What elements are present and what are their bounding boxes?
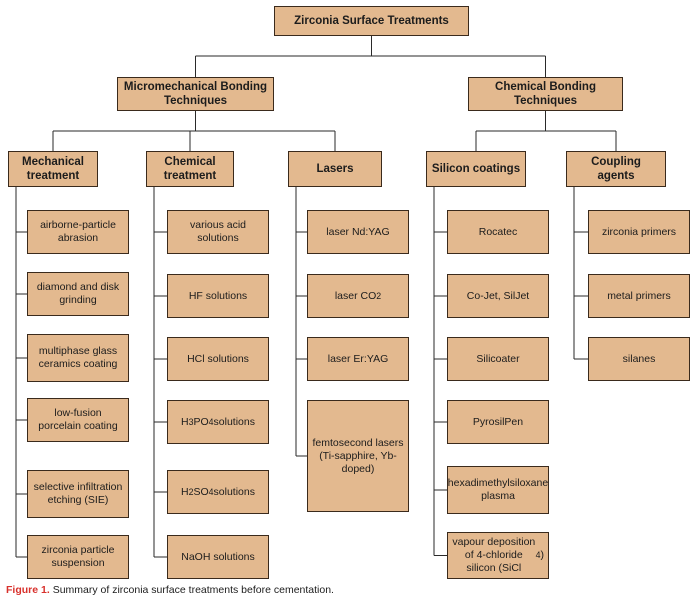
group-coupling-agents: Coupling agents	[566, 151, 666, 187]
branch-micromechanical-bonding: Micromechanical Bonding Techniques	[117, 77, 274, 111]
leaf-naoh-solutions: NaOH solutions	[167, 535, 269, 579]
group-mechanical-treatment: Mechanical treatment	[8, 151, 98, 187]
leaf-laser-er-yag: laser Er:YAG	[307, 337, 409, 381]
leaf-hcl-solutions: HCl solutions	[167, 337, 269, 381]
group-lasers: Lasers	[288, 151, 382, 187]
leaf-laser-nd-yag: laser Nd:YAG	[307, 210, 409, 254]
leaf-metal-primers: metal primers	[588, 274, 690, 318]
leaf-zirconia-particle-suspension: zirconia particle suspension	[27, 535, 129, 579]
leaf-airborne-particle-abrasion: airborne-particle abrasion	[27, 210, 129, 254]
leaf-pyrosilpen: PyrosilPen	[447, 400, 549, 444]
group-silicon-coatings: Silicon coatings	[426, 151, 526, 187]
figure-caption: Figure 1. Summary of zirconia surface tr…	[6, 584, 334, 596]
figure-caption-text: Summary of zirconia surface treatments b…	[52, 584, 334, 596]
leaf-silanes: silanes	[588, 337, 690, 381]
leaf-femtosecond-lasers: femtosecond lasers (Ti-sapphire, Yb-dope…	[307, 400, 409, 512]
leaf-hf-solutions: HF solutions	[167, 274, 269, 318]
leaf-various-acid-solutions: various acid solutions	[167, 210, 269, 254]
leaf-multiphase-glass-ceramics: multiphase glass ceramics coating	[27, 334, 129, 382]
leaf-rocatec: Rocatec	[447, 210, 549, 254]
leaf-silicoater: Silicoater	[447, 337, 549, 381]
leaf-hexadimethylsiloxane-plasma: hexadimethylsiloxane plasma	[447, 466, 549, 514]
branch-chemical-bonding: Chemical Bonding Techniques	[468, 77, 623, 111]
leaf-zirconia-primers: zirconia primers	[588, 210, 690, 254]
leaf-low-fusion-porcelain: low-fusion porcelain coating	[27, 398, 129, 442]
figure-label: Figure 1.	[6, 584, 50, 596]
root-node: Zirconia Surface Treatments	[274, 6, 469, 36]
leaf-co-jet-siljet: Co-Jet, SilJet	[447, 274, 549, 318]
group-chemical-treatment: Chemical treatment	[146, 151, 234, 187]
leaf-vapour-deposition-sicl4: vapour deposition of 4-chloride silicon …	[447, 532, 549, 579]
leaf-selective-infiltration-etching: selective infiltration etching (SIE)	[27, 470, 129, 518]
leaf-diamond-disk-grinding: diamond and disk grinding	[27, 272, 129, 316]
